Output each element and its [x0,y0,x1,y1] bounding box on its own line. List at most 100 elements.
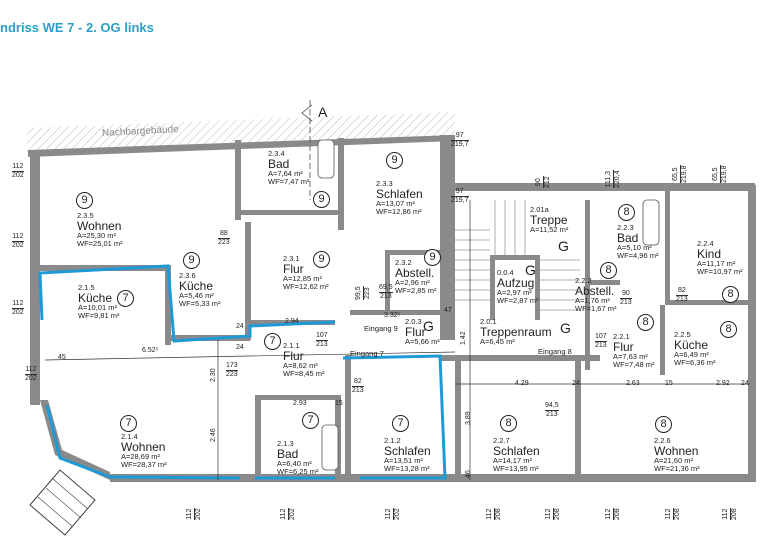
room-id: 2.3.5 [77,211,94,220]
room-area: A=13,07 m² [376,199,415,209]
room-id: 2.3.6 [179,271,196,280]
room-living-area: WF=13,95 m² [493,464,539,474]
unit-badge: 8 [600,262,617,279]
room-living-area: WF=7,47 m² [268,177,310,187]
room-living-area: WF=8,45 m² [283,369,325,379]
room-id: 2.1.4 [121,432,138,441]
wall-bay [40,400,110,480]
unit-badge: 7 [264,333,281,350]
room-living-area: WF=2,87 m² [497,296,539,306]
room-living-area: WF=10,97 m² [697,267,743,277]
wall-top-left [28,135,455,157]
room-name: Bad [617,230,639,245]
room-name: Wohnen [77,218,122,233]
room-area: A=7,64 m² [268,169,303,179]
wall-core [440,135,455,340]
room-id: 2.01a [530,205,549,214]
room-area: A=7,63 m² [613,352,648,362]
room-living-area: WF=6,36 m² [674,358,716,368]
dimension-label: 1.42 [460,331,467,345]
dimension-label: 6.52⁵ [142,347,159,354]
stair-treads [455,200,580,311]
room-area: A=10,01 m² [78,303,117,313]
room-id: 2.1.5 [78,283,95,292]
room-name: Treppenraum [480,324,552,339]
room-name: Schlafen [384,443,431,458]
unit-badge: 7 [392,415,409,432]
bathtub-icon [642,199,660,246]
room-living-area: WF=12,86 m² [376,207,422,217]
dimension-label: 47 [444,307,452,314]
room-area: A=8,62 m² [283,361,318,371]
room-name: Flur [283,348,304,363]
room-id: 2.2.3 [617,223,634,232]
room-id: 2.1.2 [384,436,401,445]
dimension-label: 24 [236,344,244,351]
dimension-label: 2.94 [285,318,299,325]
room-area: A=14,17 m² [493,456,532,466]
unit-badge: 9 [76,192,93,209]
room-id: 2.2.2 [575,276,592,285]
dimension-label: 2.93 [293,400,307,407]
room-area: A=5,66 m² [405,337,440,347]
room-id: 2.2.7 [493,436,510,445]
room-living-area: WF=4,96 m² [617,251,659,261]
room-living-area: WF=25,01 m² [77,239,123,249]
entrance-7-label: Eingang 7 [350,349,384,358]
dimension-label: 2.30 [210,368,217,382]
room-name: Schlafen [376,186,423,201]
unit-badge: 8 [618,204,635,221]
dimension-label: 24 [236,323,244,330]
dimension-label: 46 [465,470,472,478]
dimension-label: 45 [58,354,66,361]
dimension-label: 2.46 [210,428,217,442]
unit-badge: 9 [313,191,330,208]
entrance-9-label: Eingang 9 [364,324,398,333]
room-id: 2.2.1 [613,332,630,341]
room-area: A=1,76 m² [575,296,610,306]
common-area-marker: G [558,238,569,254]
dimension-label: 24 [572,380,580,387]
room-area: A=28,69 m² [121,452,160,462]
unit-badge: 8 [720,321,737,338]
room-name: Schlafen [493,443,540,458]
unit-badge: 7 [117,290,134,307]
unit-badge: 9 [386,152,403,169]
room-area: A=12,85 m² [283,274,322,284]
section-marker-a: A [318,104,328,120]
plan-title: ndriss WE 7 - 2. OG links [0,20,154,35]
room-name: Bad [268,156,290,171]
unit-badge: 9 [424,249,441,266]
dimension-label: 24 [741,380,749,387]
room-living-area: WF=9,81 m² [78,311,120,321]
wall-left [30,150,40,405]
